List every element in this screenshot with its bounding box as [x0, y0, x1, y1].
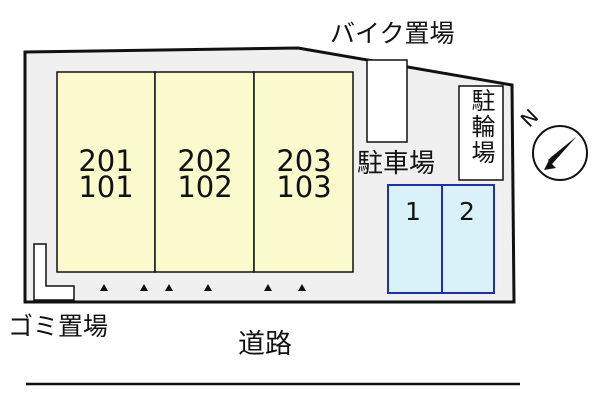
- north-arrow-icon: [532, 125, 588, 181]
- bike-parking-label: バイク置場: [330, 19, 455, 48]
- car-parking-label: 駐車場: [357, 149, 436, 179]
- unit-1-upper-number: 201: [78, 144, 134, 178]
- parking-space-1[interactable]: [387, 184, 443, 294]
- road-label: 道路: [238, 329, 292, 360]
- unit-2-lower-number: 102: [177, 170, 233, 204]
- garbage-area-label: ゴミ置場: [8, 312, 109, 341]
- entrance-markers: [100, 284, 306, 291]
- unit-3-upper-number: 203: [276, 144, 332, 178]
- unit-block-1[interactable]: [56, 71, 156, 273]
- unit-block-3[interactable]: [253, 71, 354, 273]
- bicycle-parking-label: 駐輪場: [465, 88, 497, 166]
- parking-space-2-number: 2: [459, 197, 475, 226]
- unit-3-lower-number: 103: [276, 170, 332, 204]
- triangle-up-icon: [165, 284, 173, 291]
- triangle-up-icon: [298, 284, 306, 291]
- garbage-area-shape[interactable]: [33, 243, 75, 301]
- bike-parking-area[interactable]: [366, 59, 408, 143]
- unit-1-lower-number: 101: [78, 170, 134, 204]
- unit-2-upper-number: 202: [177, 144, 233, 178]
- triangle-up-icon: [204, 284, 212, 291]
- bicycle-parking-label-text: 駐輪場: [467, 88, 495, 166]
- parking-space-1-number: 1: [405, 197, 421, 226]
- unit-block-2[interactable]: [154, 71, 255, 273]
- triangle-up-icon: [264, 284, 272, 291]
- triangle-up-icon: [100, 284, 108, 291]
- triangle-up-icon: [140, 284, 148, 291]
- bicycle-parking-area[interactable]: [458, 85, 504, 181]
- parking-space-2[interactable]: [441, 184, 495, 294]
